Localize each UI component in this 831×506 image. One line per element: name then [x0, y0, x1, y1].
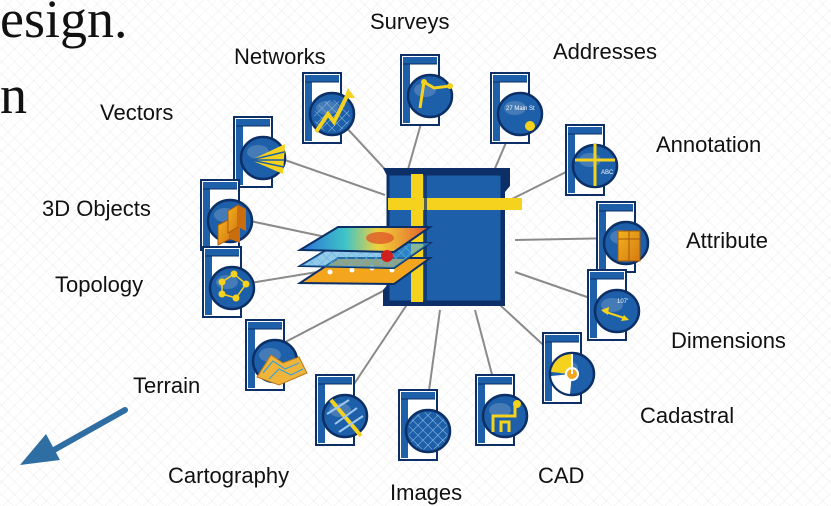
address-pin-icon — [525, 121, 535, 131]
label-cadastral: Cadastral — [640, 403, 734, 428]
label-networks: Networks — [234, 44, 326, 69]
cartography-map-icon — [326, 398, 364, 438]
dimensions-node: 107' Dimensions — [587, 269, 786, 353]
terrain-surface-icon — [256, 354, 308, 386]
topology-nodes-icon — [218, 270, 250, 302]
attribute-table-icon — [617, 230, 641, 262]
label-images: Images — [390, 480, 462, 505]
vector-fan-icon — [250, 144, 285, 174]
networks-node: Networks — [234, 44, 356, 144]
annotation-node: ABC Annotation — [565, 124, 761, 196]
annotation-sample-text: ABC — [601, 170, 614, 176]
label-vectors: Vectors — [100, 100, 173, 125]
cadastral-node: Cadastral — [542, 332, 734, 428]
label-3d-objects: 3D Objects — [42, 196, 151, 221]
dimension-sample-text: 107' — [617, 299, 628, 305]
label-surveys: Surveys — [370, 9, 449, 34]
3d-buildings-icon — [217, 204, 246, 246]
geodatabase-center-icon — [383, 168, 522, 306]
heading-fragment-line1: esign. — [0, 0, 128, 49]
label-terrain: Terrain — [133, 373, 200, 398]
survey-traverse-icon — [418, 79, 453, 109]
topology-node: Topology — [55, 246, 256, 318]
cartography-node: Cartography — [168, 374, 369, 488]
label-dimensions: Dimensions — [671, 328, 786, 353]
pointer-arrow-icon — [20, 407, 128, 465]
network-graph-icon — [314, 88, 355, 134]
surveys-node: Surveys — [370, 9, 454, 126]
address-sample-text: 27 Main St — [506, 106, 535, 112]
heading-fragment-line2: n — [0, 65, 27, 125]
label-addresses: Addresses — [553, 39, 657, 64]
cadastral-parcels-icon — [551, 353, 579, 394]
label-cad: CAD — [538, 463, 584, 488]
3d-objects-node: 3D Objects — [42, 179, 254, 251]
stacked-layers-icon — [296, 226, 434, 286]
label-annotation: Annotation — [656, 132, 761, 157]
image-mesh-icon — [408, 412, 448, 450]
annotation-crosshair-icon — [575, 144, 615, 186]
addresses-node: 27 Main St Addresses — [490, 39, 657, 144]
vectors-node: Vectors — [100, 100, 287, 188]
terrain-node: Terrain — [133, 319, 308, 398]
label-topology: Topology — [55, 272, 143, 297]
label-cartography: Cartography — [168, 463, 289, 488]
images-node: Images — [390, 389, 462, 505]
label-attribute: Attribute — [686, 228, 768, 253]
attribute-node: Attribute — [596, 201, 768, 273]
cad-node: CAD — [475, 374, 584, 488]
cad-drawing-icon — [491, 400, 521, 432]
dimension-arrow-icon — [601, 307, 629, 321]
